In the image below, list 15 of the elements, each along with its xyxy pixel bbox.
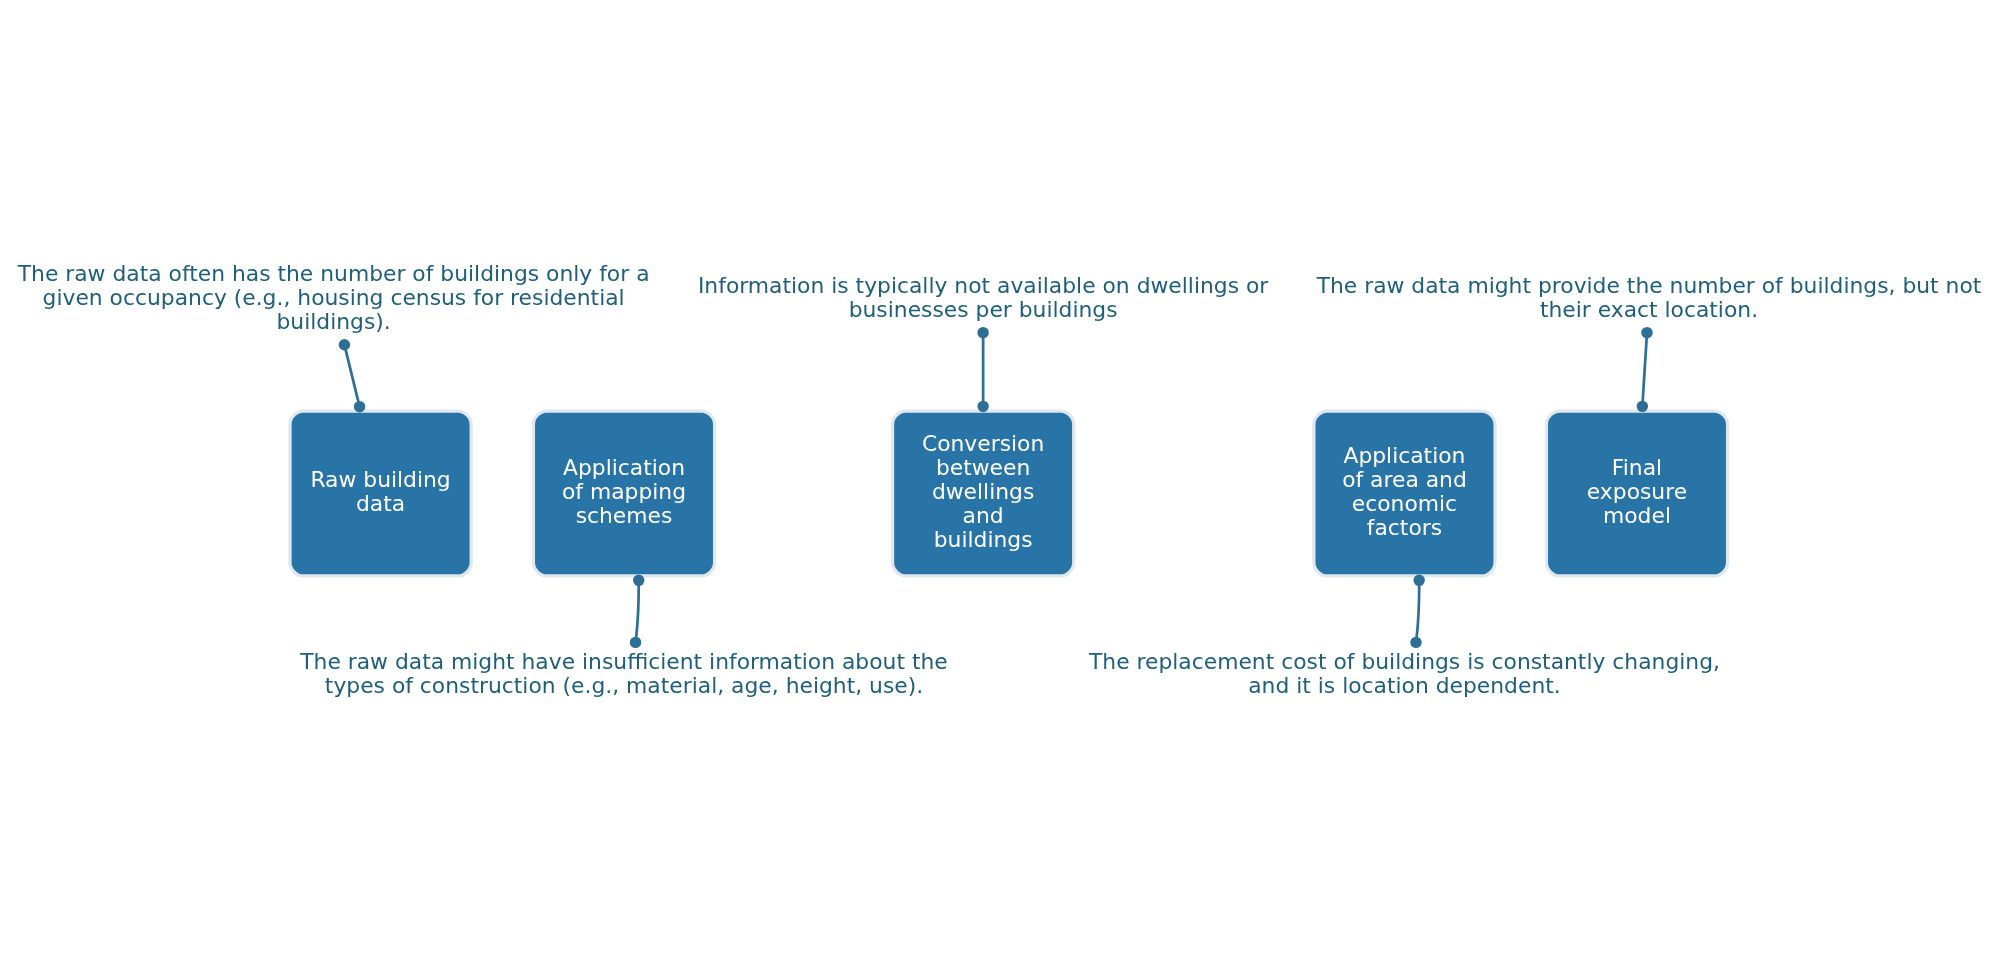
- connector: [1636, 326, 1653, 413]
- node-text: The raw data might provide the number of buildings, but not their exact location.: [1316, 273, 1982, 323]
- node-text: Information is typically not available on dwellings or businesses per buildings: [697, 273, 1269, 323]
- connector: [977, 326, 989, 413]
- node-box: Application of area and economic factors: [1312, 409, 1497, 578]
- node-box: Application of mapping schemes: [531, 409, 717, 578]
- node-box: Final exposure model: [1544, 409, 1730, 578]
- node-box: Conversion between dwellings and buildings: [890, 409, 1076, 578]
- node-box: Raw building data: [288, 409, 473, 578]
- node-text: The raw data might have insufficient information about the types of construction (e.g., material, age, height, use).: [300, 648, 948, 698]
- node-text: The raw data often has the number of buildings only for a given occupancy (e.g., housing census for residential buildings).: [17, 261, 650, 335]
- connector: [1410, 574, 1425, 649]
- node-text: The replacement cost of buildings is constantly changing, and it is location dependent.: [1089, 648, 1720, 698]
- connector: [338, 339, 366, 413]
- connector: [629, 574, 645, 649]
